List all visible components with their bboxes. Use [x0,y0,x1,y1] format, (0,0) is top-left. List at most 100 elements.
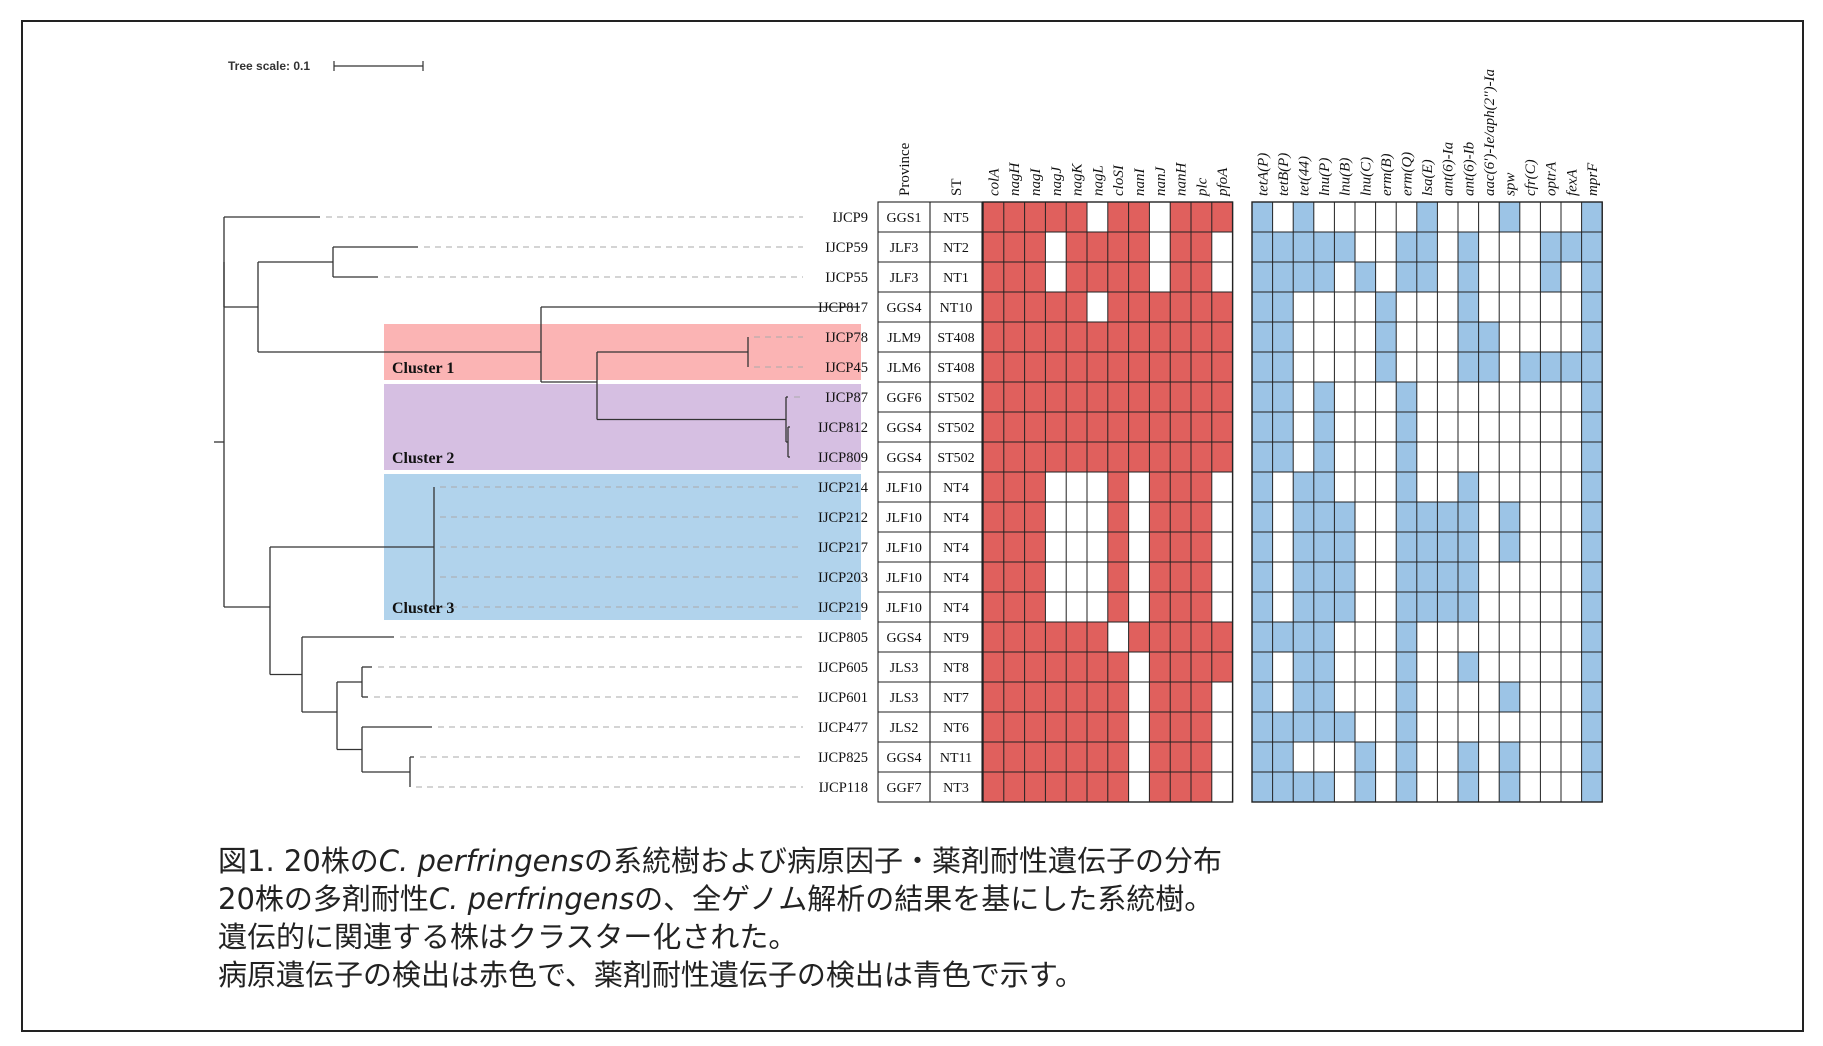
resistance-cell [1499,352,1520,382]
resistance-cell [1375,562,1397,592]
virulence-cell [1024,532,1046,562]
resistance-cell [1478,472,1500,502]
strain-label: IJCP9 [833,210,868,226]
virulence-cell [1128,262,1150,292]
resistance-cell [1272,412,1294,442]
resistance-cell [1396,472,1417,502]
virulence-cell [1066,772,1087,802]
resistance-cell [1375,592,1397,622]
virulence-cell [1191,352,1212,382]
virulence-cell [1003,652,1025,682]
virulence-cell [983,322,1004,352]
virulence-cell [1045,472,1067,502]
strain-label: IJCP59 [825,240,868,256]
resistance-cell [1540,322,1561,352]
virulence-cell [1107,232,1129,262]
resistance-cell [1355,562,1376,592]
resistance-cell [1272,682,1294,712]
resistance-cell [1416,622,1438,652]
virulence-cell [983,442,1004,472]
resistance-cell [1540,262,1561,292]
resistance-cell [1519,502,1541,532]
resistance-cell [1272,352,1294,382]
resistance-cell [1252,682,1273,712]
virulence-cell [1149,622,1171,652]
resistance-cell [1334,472,1355,502]
resistance-cell [1561,562,1582,592]
virulence-cell [1045,382,1067,412]
resistance-cell [1561,202,1582,232]
resistance-cell [1293,532,1314,562]
resistance-cell [1437,742,1458,772]
resistance-cell [1293,472,1314,502]
resistance-cell [1396,742,1417,772]
resistance-cell [1375,652,1397,682]
resistance-cell [1561,652,1582,682]
resistance-cell [1581,352,1603,382]
resistance-cell [1313,682,1335,712]
resistance-cell [1293,592,1314,622]
resistance-cell [1334,742,1355,772]
virulence-cell [1024,682,1046,712]
cluster-label-3: Cluster 3 [392,600,454,617]
virulence-cell [1107,292,1129,322]
virulence-cell [1211,712,1233,742]
strain-label: IJCP45 [825,360,868,376]
resistance-cell [1540,382,1561,412]
resistance-cell [1334,292,1355,322]
resistance-cell [1416,442,1438,472]
virulence-cell [1045,532,1067,562]
virulence-cell [1128,502,1150,532]
resistance-cell [1519,562,1541,592]
virulence-cell [1087,352,1108,382]
virulence-cell [1128,232,1150,262]
resistance-cell [1458,472,1479,502]
virulence-cell [1066,502,1087,532]
resistance-cell [1396,712,1417,742]
province-cell: GGS4 [886,631,921,646]
virulence-cell [1128,682,1150,712]
province-cell: JLF10 [886,541,922,556]
resistance-cell [1458,202,1479,232]
resistance-cell [1355,352,1376,382]
resistance-cell [1293,502,1314,532]
resistance-cell [1272,262,1294,292]
resistance-cell [1458,772,1479,802]
resistance-cell [1272,322,1294,352]
virulence-cell [1107,472,1129,502]
strain-label: IJCP87 [825,390,868,406]
resistance-cell [1519,622,1541,652]
resistance-cell [1581,322,1603,352]
province-header: Province [897,142,913,196]
virulence-cell [1045,622,1067,652]
resistance-cell [1396,502,1417,532]
resistance-cell [1519,772,1541,802]
resistance-gene-header: erm(Q) [1400,152,1416,196]
resistance-gene-header: lsa(E) [1420,159,1436,196]
resistance-cell [1272,232,1294,262]
resistance-cell [1458,232,1479,262]
resistance-cell [1499,772,1520,802]
resistance-cell [1561,412,1582,442]
resistance-cell [1252,742,1273,772]
virulence-cell [1149,292,1171,322]
virulence-cell [1087,232,1108,262]
virulence-cell [1211,322,1233,352]
caption-title-line: 図1. 20株のC. perfringensの系統樹および病原因子・薬剤耐性遺伝… [218,844,1222,878]
resistance-cell [1499,202,1520,232]
province-cell: JLS3 [890,691,919,706]
resistance-cell [1437,532,1458,562]
virulence-cell [1170,772,1191,802]
resistance-cell [1519,472,1541,502]
virulence-cell [1003,712,1025,742]
resistance-cell [1581,622,1603,652]
virulence-cell [1087,322,1108,352]
virulence-gene-header: cloSI [1111,164,1127,196]
resistance-cell [1334,202,1355,232]
virulence-cell [1003,382,1025,412]
resistance-cell [1416,742,1438,772]
resistance-cell [1540,742,1561,772]
resistance-cell [1375,412,1397,442]
resistance-cell [1416,712,1438,742]
resistance-cell [1540,232,1561,262]
